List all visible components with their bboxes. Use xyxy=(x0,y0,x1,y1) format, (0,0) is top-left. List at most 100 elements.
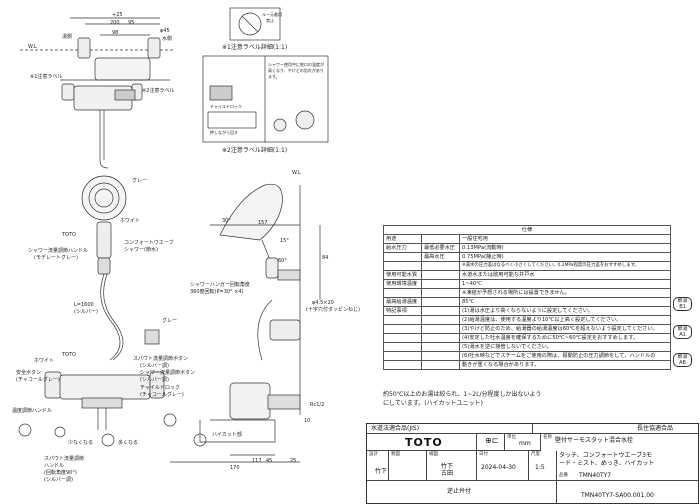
table-row: 用途一般住宅用 xyxy=(383,234,672,244)
checker-label: 検図 xyxy=(429,452,438,457)
sticker3-text-a: チャイルドロック xyxy=(210,104,242,109)
product-name-3: ード・ミスト、めっき、ハイカット xyxy=(559,460,655,467)
spout-handle-label: スパウト流量調節 xyxy=(44,456,85,462)
drawing-number: TMN40TY7-SA00.001.00 xyxy=(581,492,654,499)
sticker2-text-a: シャワー使用中に蛇口の温度が xyxy=(268,62,324,67)
standard-label: 水道法適合品(JIS) xyxy=(371,425,420,432)
child-lock-sub: (チャコールグレー) xyxy=(140,392,184,398)
association-label: 長住協適合品 xyxy=(637,425,674,432)
unit-value: mm xyxy=(519,440,531,447)
model-label: 品番 xyxy=(559,473,568,478)
child-lock-label: チャイルドロック xyxy=(140,385,180,391)
title-block: 水道法適合品(JIS) 長住協適合品 TOTO ⊕⊏ 単位 mm 名称 壁付サー… xyxy=(366,423,699,504)
checker-name: 古田 xyxy=(441,470,454,477)
dim-98: 98 xyxy=(112,30,119,36)
spec-title: 仕様 xyxy=(383,225,671,235)
flow-handle-label: シャワー流量調節ハンドル xyxy=(28,248,89,254)
sticker3-text-b: 押しながら回す xyxy=(210,130,238,135)
table-row: 動きが重くなる場合があります。 xyxy=(383,360,672,370)
dim-95: 95 xyxy=(128,20,135,26)
hose-color: (シルバー) xyxy=(74,309,98,315)
comfort-wave-sub: シャワー(節水) xyxy=(124,247,158,253)
shower-button-sub: (シルバー調) xyxy=(140,377,169,383)
name-label: 名称 xyxy=(543,435,552,440)
product-name-2: タッチ、コンフォートウエーブ3モ xyxy=(559,452,652,459)
cold-side-label: 水側 xyxy=(162,36,173,42)
toto-label-2: TOTO xyxy=(62,352,76,358)
white-label: ホワイト xyxy=(120,218,141,224)
design-label: 設計 xyxy=(369,452,378,457)
toto-logo: TOTO xyxy=(405,436,443,449)
spout-handle-label-2: ハンドル xyxy=(44,463,65,469)
shower-button-label: シャワー流量調節ボタン xyxy=(140,370,196,376)
table-row: (2)給湯温度は、使用する温度より10℃以上高く設定してください。 xyxy=(383,315,672,325)
table-row: ※凍結が予想される場所には設置できません。 xyxy=(383,288,672,298)
dim-170: 170 xyxy=(230,465,240,471)
date-label: 日付 xyxy=(479,452,488,457)
safety-button-label: 安全ボタン xyxy=(16,370,42,376)
check-valve-label: 逆止弁付 xyxy=(447,488,472,495)
table-row: ※湯水の圧力差はなるべく小さくしてください。0.2MPa程度の圧力差をおすすめし… xyxy=(383,261,672,271)
scale-label: 尺度 xyxy=(531,452,540,457)
safety-button-sub: (チャコールグレー) xyxy=(16,377,60,383)
hanger-rotation-sub: 360度回転(P=30° ×4) xyxy=(190,289,244,295)
screw-size: φ4.5×20 xyxy=(312,300,334,306)
temp-handle-label: 温度調節ハンドル xyxy=(12,408,53,414)
water-level-label-2: W.L xyxy=(292,170,301,176)
comfort-wave-label: コンフォートウエーブ xyxy=(124,240,174,246)
water-level-label: W.L xyxy=(28,44,37,50)
label1-callout: ※1注意ラベル xyxy=(30,74,63,80)
sticker1-text-b: 禁止 xyxy=(266,18,274,23)
table-row: (6)吐水時などでスチームをご使用の際は、振動防止の圧力調節をして、ハンドルの xyxy=(383,351,672,361)
dim-157: 157 xyxy=(258,220,268,226)
hanger-rotation-label: シャワーハンガー回転角度 xyxy=(190,282,250,288)
dim-117: 117 xyxy=(252,458,262,464)
spout-handle-color: (シルバー調) xyxy=(44,477,73,483)
label2-detail-caption: ※2注意ラベル詳細(1:1) xyxy=(222,147,288,154)
dim-10: 10 xyxy=(304,418,311,424)
label1-detail-caption: ※1注意ラベル詳細(1:1) xyxy=(222,44,288,51)
toto-label: TOTO xyxy=(62,232,76,238)
drawing-date: 2024-04-30 xyxy=(481,464,516,471)
flow-handle-sub: (モデレートグレー) xyxy=(34,255,78,261)
dim-200: 200 xyxy=(110,20,120,26)
thread-size: Rc1/2 xyxy=(310,402,325,408)
dim-phi45: φ45 xyxy=(160,28,170,34)
table-row: (5)湯水を逆に接管しないでください。 xyxy=(383,342,672,352)
spout-button-label: スパウト流量調節ボタン xyxy=(133,356,189,362)
less-label: 少なくなる xyxy=(68,440,94,446)
projection-icon: ⊕⊏ xyxy=(485,436,499,445)
sticker2-text-b: 高くなり、やけどの恐れがあり xyxy=(268,68,324,73)
spout-button-sub: (シルバー調) xyxy=(140,363,169,369)
hot-side-label: 湯側 xyxy=(62,34,73,40)
dim-15deg: 15° xyxy=(280,238,289,244)
table-row: 使用可能水質水道水または飲用可能な井戸水 xyxy=(383,270,672,280)
dim-25b: 25 xyxy=(290,458,297,464)
more-label: 多くなる xyxy=(118,440,139,446)
drawing-scale: 1:5 xyxy=(535,464,545,471)
product-name-1: 壁付サーモスタット混合水栓 xyxy=(555,437,634,444)
spout-handle-angle: (回転角度90°) xyxy=(44,470,77,476)
sticker2-text-c: ます。 xyxy=(268,74,280,79)
dim-30deg: 30° xyxy=(222,218,231,224)
hose-length: L=1600 xyxy=(74,302,94,308)
dim-45: 45 xyxy=(266,458,273,464)
unit-label: 単位 xyxy=(507,435,516,440)
grey-label: グレー xyxy=(132,178,148,184)
grey-square-label: グレー xyxy=(162,318,178,324)
high-cut-note-1: 約50℃以上のお湯は絞られ、1~2L/分程度しか出ないよう xyxy=(383,391,542,398)
model-number: TMN40TY7 xyxy=(579,472,612,479)
table-row: 特記事項(1)湯は水圧より高くならないように設定してください。 xyxy=(383,306,672,316)
drafter-label: 製図 xyxy=(391,452,400,457)
dim-84: 84 xyxy=(322,255,329,261)
high-cut-note-2: にしています。(ハイカットユニット) xyxy=(383,400,483,407)
table-row: (4)安定した吐水温度を確保するために50℃~60℃設定をおすすめします。 xyxy=(383,333,672,343)
